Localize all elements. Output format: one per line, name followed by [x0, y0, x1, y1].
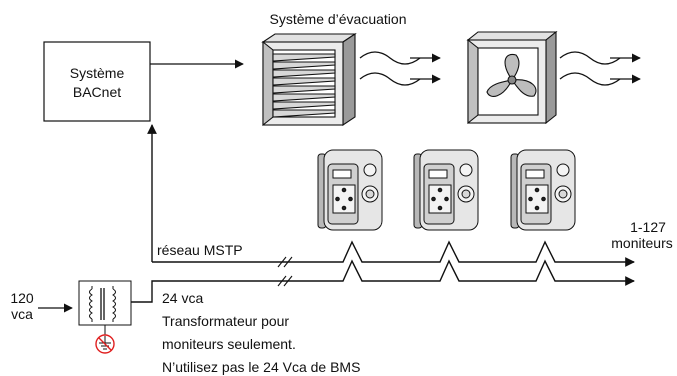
- bacnet-system-box: Système BACnet: [43, 41, 151, 122]
- bacnet-label-line1: Système: [70, 65, 125, 81]
- exhaust-fan-icon: [466, 30, 558, 125]
- damper-louver-icon: [261, 32, 357, 127]
- monitor-device-icon: [317, 149, 383, 231]
- monitors-count-label: 1-127: [630, 219, 666, 235]
- monitor-device-icon: [510, 149, 576, 231]
- transformer-note-line2: moniteurs seulement.: [162, 336, 296, 352]
- supply-voltage-label: 120: [10, 290, 34, 306]
- airflow-waves-icon: [359, 51, 441, 86]
- transformer-note-line1: Transformateur pour: [162, 313, 289, 329]
- monitors-label: moniteurs: [611, 235, 672, 251]
- transformer-note-line3: N’utilisez pas le 24 Vca de BMS: [162, 359, 360, 375]
- line-break-marks: [277, 256, 293, 287]
- vca24-label: 24 vca: [162, 290, 203, 306]
- exhaust-system-title: Système d’évacuation: [270, 11, 407, 27]
- supply-unit-label: vca: [11, 306, 33, 322]
- transformer-icon: [78, 280, 132, 326]
- mstp-network-line: [152, 240, 635, 267]
- mstp-network-label: réseau MSTP: [157, 242, 243, 258]
- airflow-waves-icon: [559, 51, 641, 86]
- monitor-device-icon: [413, 149, 479, 231]
- vca24-power-line: [131, 259, 635, 303]
- bacnet-label-line2: BACnet: [73, 84, 121, 100]
- no-ground-icon: [95, 325, 115, 354]
